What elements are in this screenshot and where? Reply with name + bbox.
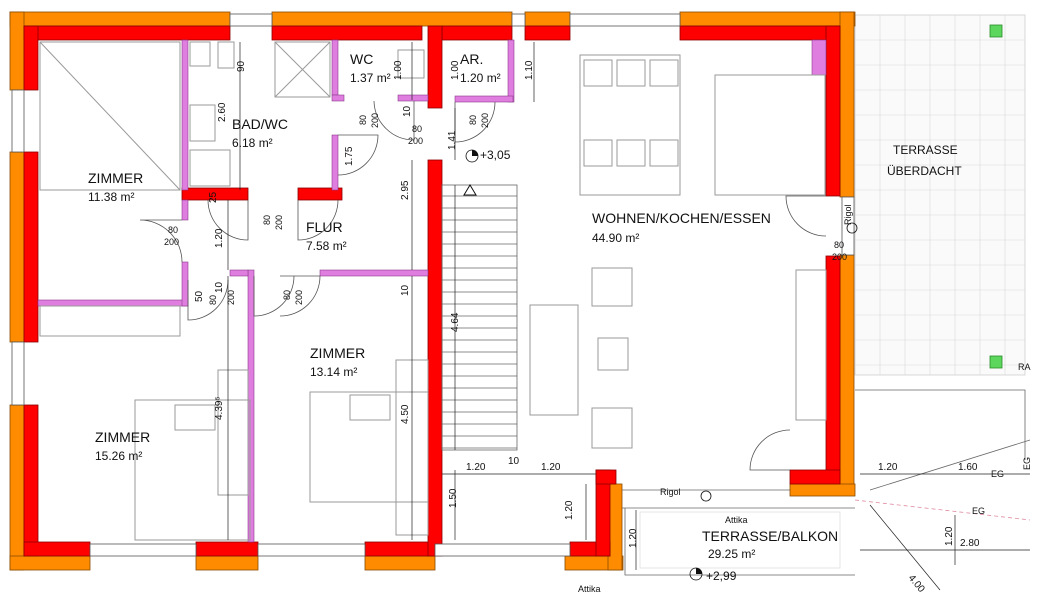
- dim-50: 50: [194, 290, 205, 302]
- door-a-h: 200: [164, 237, 179, 247]
- dim-450: 4.50: [400, 404, 411, 424]
- label-attika-1: Attika: [725, 515, 748, 525]
- room-area-zimmer-nw: 11.38 m²: [88, 190, 134, 204]
- dim-260: 2.60: [217, 102, 228, 122]
- dim-90: 90: [236, 60, 247, 72]
- label-attika-2: Attika: [578, 584, 601, 594]
- dim-295: 2.95: [400, 180, 411, 200]
- door-f-w: 80: [208, 295, 218, 305]
- door-g-w: 80: [282, 290, 292, 300]
- dim-120c: 1.20: [541, 462, 561, 473]
- room-name-wc: WC: [350, 51, 373, 67]
- dim-120g: 1.20: [944, 526, 955, 546]
- room-area-wc: 1.37 m²: [350, 71, 391, 85]
- door-f-h: 200: [226, 290, 236, 305]
- dim-141: 1.41: [447, 130, 458, 150]
- dim-10b: 10: [214, 281, 225, 293]
- label-ra: RA: [1018, 362, 1031, 372]
- level-upper-text: +3,05: [480, 148, 511, 162]
- dim-439: 4.39⁵: [214, 396, 225, 420]
- room-name-zimmer-sw: ZIMMER: [95, 429, 150, 445]
- level-marker-upper: +3,05: [465, 148, 511, 163]
- dim-160: 1.60: [958, 462, 978, 473]
- door-b-h: 200: [274, 215, 284, 230]
- door-d-h: 200: [408, 136, 423, 146]
- dim-10a: 10: [402, 105, 413, 117]
- level-marker-lower: +2,99: [689, 222, 858, 583]
- room-name-terrasse-covered-2: ÜBERDACHT: [887, 164, 962, 178]
- room-area-zimmer-sw: 15.26 m²: [95, 449, 142, 463]
- room-area-terrasse-balkon: 29.25 m²: [708, 547, 755, 561]
- label-eg-3: EG: [1022, 457, 1032, 470]
- dim-10d: 10: [508, 456, 520, 467]
- door-b-w: 80: [262, 215, 272, 225]
- room-area-ar: 1.20 m²: [460, 71, 501, 85]
- dim-110: 1.10: [524, 60, 535, 80]
- dim-400: 4.00: [906, 573, 927, 595]
- level-lower-text: +2,99: [706, 569, 737, 583]
- dim-120e: 1.20: [628, 528, 639, 548]
- label-rigol-h: Rigol: [660, 487, 681, 497]
- dim-120d: 1.20: [564, 500, 575, 520]
- terrace-covered-grid: [854, 14, 1031, 591]
- dim-100b: 1.00: [450, 60, 461, 80]
- furniture: [39, 41, 827, 541]
- room-area-wohnen: 44.90 m²: [592, 231, 639, 245]
- dim-120b: 1.20: [466, 462, 486, 473]
- room-name-bad: BAD/WC: [232, 116, 288, 132]
- room-name-terrasse-balkon: TERRASSE/BALKON: [702, 528, 838, 544]
- room-area-flur: 7.58 m²: [306, 239, 347, 253]
- door-h-w: 80: [834, 240, 844, 250]
- dim-25: 25: [208, 191, 219, 203]
- doors: [139, 100, 827, 471]
- balcony-outline: [615, 489, 855, 576]
- room-name-zimmer-mid: ZIMMER: [310, 345, 365, 361]
- label-eg-2: EG: [991, 469, 1004, 479]
- room-name-wohnen: WOHNEN/KOCHEN/ESSEN: [592, 210, 771, 226]
- door-e-w: 80: [468, 115, 478, 125]
- room-area-zimmer-mid: 13.14 m²: [310, 365, 357, 379]
- staircase: [441, 184, 518, 451]
- door-g-h: 200: [294, 290, 304, 305]
- dim-464: 4.64: [450, 312, 461, 332]
- door-d-w: 80: [412, 124, 422, 134]
- label-eg-1: EG: [972, 506, 985, 516]
- door-c-w: 80: [358, 115, 368, 125]
- dim-120a: 1.20: [214, 228, 225, 248]
- room-name-flur: FLUR: [306, 219, 343, 235]
- dim-175: 1.75: [344, 146, 355, 166]
- door-h-h: 200: [832, 252, 847, 262]
- door-a-w: 80: [168, 225, 178, 235]
- room-name-ar: AR.: [460, 51, 483, 67]
- dim-150: 1.50: [448, 488, 459, 508]
- room-area-bad: 6.18 m²: [232, 136, 273, 150]
- room-name-terrasse-covered-1: TERRASSE: [893, 143, 958, 157]
- dim-120f: 1.20: [878, 462, 898, 473]
- door-c-h: 200: [370, 113, 380, 128]
- dim-10c: 10: [400, 284, 411, 296]
- windows: [11, 13, 855, 557]
- partition-walls: [37, 39, 827, 543]
- door-e-h: 200: [480, 113, 490, 128]
- room-name-zimmer-nw: ZIMMER: [88, 170, 143, 186]
- load-bearing-walls: [23, 25, 841, 557]
- dim-280: 2.80: [960, 538, 980, 549]
- dimension-lines: [227, 42, 1030, 570]
- label-rigol-v: Rigol: [843, 204, 853, 225]
- dim-100a: 1.00: [393, 60, 404, 80]
